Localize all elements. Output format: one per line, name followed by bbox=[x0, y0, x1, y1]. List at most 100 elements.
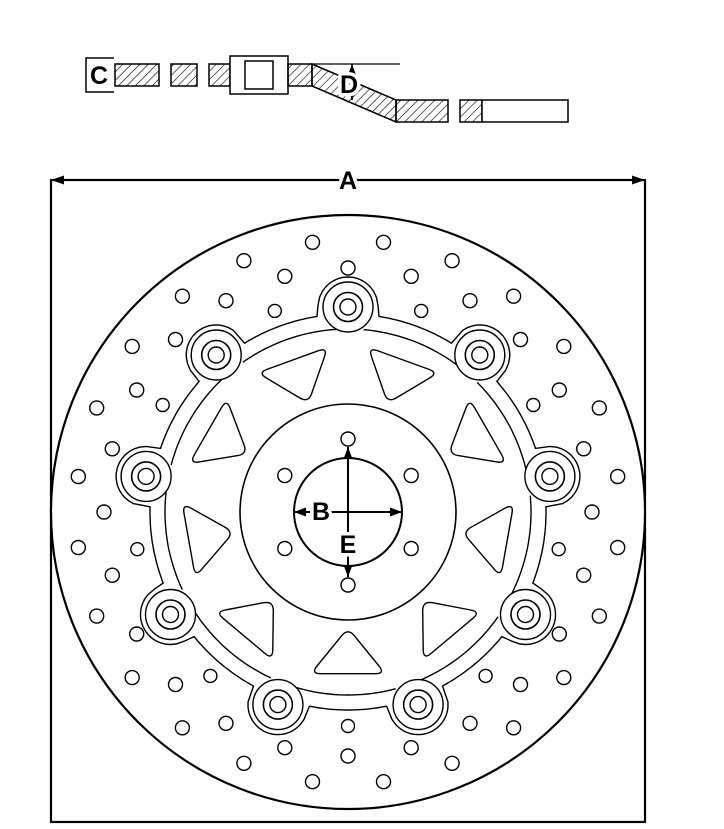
dim-d-arrow-down bbox=[348, 89, 356, 100]
drill-hole bbox=[203, 668, 218, 684]
dim-label-b: B bbox=[312, 498, 330, 526]
dim-d-arrow-up bbox=[348, 64, 356, 75]
drill-hole bbox=[174, 720, 191, 736]
drill-hole bbox=[551, 542, 566, 557]
drill-hole bbox=[576, 441, 592, 457]
drill-hole bbox=[610, 539, 626, 556]
spoke-cutout bbox=[191, 402, 246, 463]
drill-hole bbox=[155, 397, 170, 413]
drill-hole bbox=[128, 626, 145, 642]
drill-hole bbox=[512, 331, 529, 348]
section-hatch-segment bbox=[170, 63, 198, 87]
drill-hole bbox=[174, 288, 191, 304]
drill-hole bbox=[375, 774, 392, 790]
drill-hole bbox=[104, 441, 121, 457]
carrier-edge-arc bbox=[511, 495, 532, 594]
drill-hole bbox=[277, 740, 293, 756]
disc-front-view bbox=[49, 213, 647, 811]
drill-hole bbox=[236, 253, 252, 269]
drill-hole bbox=[512, 676, 529, 693]
section-hatch-segment bbox=[208, 63, 231, 87]
drill-hole bbox=[340, 260, 356, 276]
dim-e-arrow-down bbox=[343, 565, 353, 577]
spoke-cutout bbox=[183, 505, 231, 574]
drill-hole bbox=[267, 303, 282, 319]
drill-hole bbox=[591, 608, 607, 624]
spoke-cutout bbox=[313, 631, 383, 675]
section-plain-segment bbox=[481, 99, 569, 123]
drill-hole bbox=[556, 669, 572, 686]
bolt-hole bbox=[403, 540, 419, 557]
band-inner-edge bbox=[115, 276, 581, 736]
drill-hole bbox=[462, 293, 478, 309]
drill-hole bbox=[167, 676, 184, 693]
drill-hole bbox=[414, 303, 429, 319]
button-housing bbox=[524, 450, 576, 503]
drill-hole bbox=[551, 382, 567, 398]
button-housing bbox=[190, 329, 242, 381]
spoke-cutout bbox=[450, 402, 505, 463]
drill-hole bbox=[551, 626, 567, 642]
drill-hole bbox=[375, 234, 392, 251]
carrier-edge-arc bbox=[164, 491, 183, 590]
dim-label-a: A bbox=[339, 167, 357, 195]
thickness-bracket bbox=[85, 57, 114, 93]
drill-hole bbox=[444, 253, 460, 269]
carrier-edge-arc bbox=[363, 329, 458, 366]
dim-e-arrow-up bbox=[343, 447, 353, 459]
bolt-hole bbox=[340, 577, 356, 593]
spoke-cutout bbox=[369, 349, 435, 401]
bolt-hole bbox=[403, 467, 419, 484]
carrier-edge-arc bbox=[195, 612, 272, 679]
drill-hole bbox=[304, 234, 321, 251]
dim-label-e: E bbox=[340, 531, 357, 559]
button-housing bbox=[499, 588, 552, 641]
drill-hole bbox=[124, 338, 140, 355]
drill-hole bbox=[505, 288, 522, 304]
drill-hole bbox=[70, 468, 87, 485]
carrier-edge-arc bbox=[296, 686, 396, 696]
dim-a-arrow-right bbox=[632, 175, 645, 185]
drill-hole bbox=[556, 338, 572, 355]
dim-b-arrow-left bbox=[294, 507, 306, 517]
drill-hole bbox=[167, 331, 184, 348]
button-housing bbox=[454, 329, 506, 381]
bolt-hole bbox=[277, 467, 293, 484]
button-housing bbox=[120, 450, 172, 503]
carrier-edge-arc bbox=[476, 381, 527, 470]
spoke-cutout bbox=[261, 349, 327, 401]
drill-hole bbox=[462, 715, 478, 731]
button-rivet-inner bbox=[269, 695, 287, 714]
section-hatch-segment bbox=[287, 63, 313, 87]
dim-label-d: D bbox=[340, 71, 358, 99]
button-rivet-inner bbox=[409, 695, 427, 714]
drill-hole bbox=[340, 718, 356, 734]
section-hatch-segment bbox=[395, 99, 449, 123]
main-view bbox=[49, 175, 647, 824]
dim-b-arrow-right bbox=[390, 507, 402, 517]
drill-hole bbox=[218, 715, 234, 731]
button-housing bbox=[392, 678, 444, 731]
drill-hole bbox=[277, 268, 293, 284]
button-rivet-inner bbox=[207, 346, 225, 364]
bolt-hole bbox=[340, 431, 356, 447]
carrier-edge-arc bbox=[421, 616, 499, 681]
drill-hole bbox=[403, 268, 419, 284]
drill-hole bbox=[591, 400, 607, 416]
carrier-edge-arc bbox=[170, 378, 223, 466]
drill-hole bbox=[526, 397, 541, 413]
section-hub-rivet bbox=[244, 60, 274, 90]
drill-hole bbox=[478, 668, 493, 684]
drill-hole bbox=[340, 748, 356, 764]
spoke-cutout bbox=[219, 601, 275, 657]
drill-hole bbox=[304, 774, 321, 790]
drill-hole bbox=[124, 669, 140, 686]
spoke-cutout bbox=[421, 601, 477, 657]
button-housing bbox=[322, 281, 374, 333]
dim-label-c: C bbox=[90, 62, 108, 90]
drill-hole bbox=[444, 755, 460, 771]
drill-hole bbox=[96, 504, 112, 520]
drill-hole bbox=[218, 293, 234, 309]
carrier-edge-arc bbox=[242, 328, 337, 363]
